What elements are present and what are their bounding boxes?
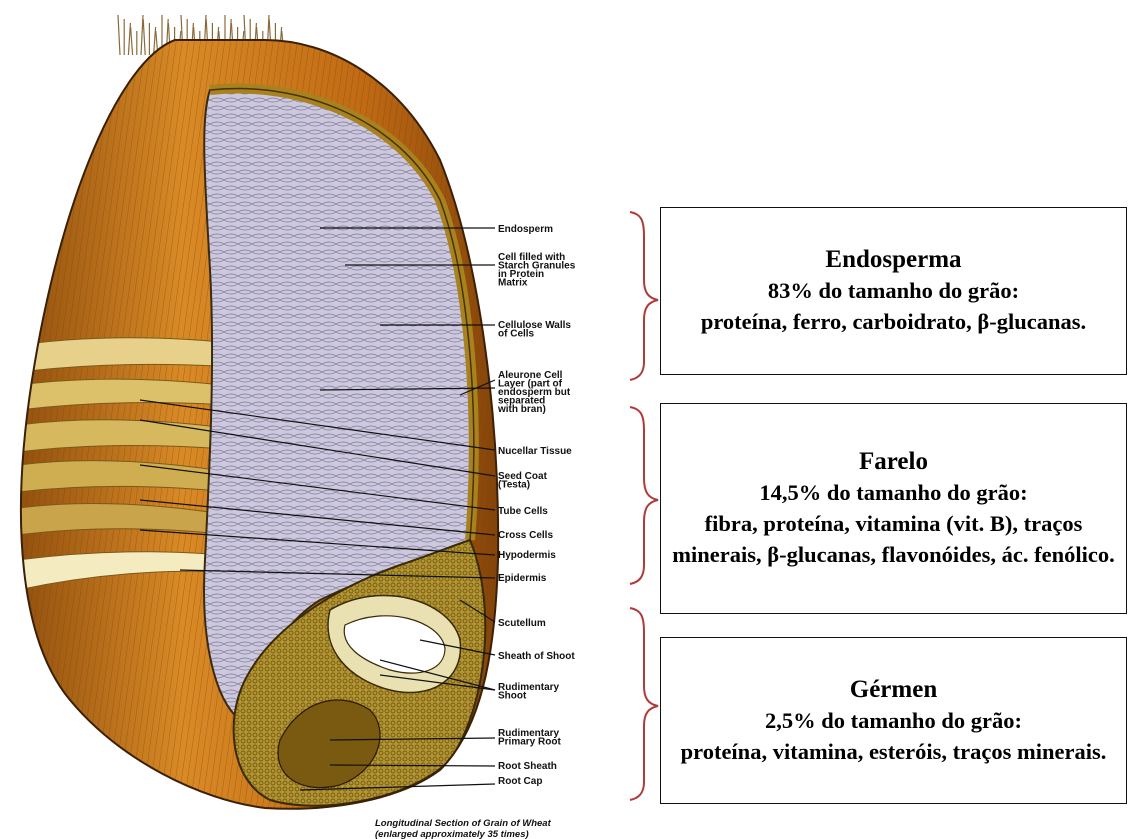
label-scutellum-line: Scutellum xyxy=(498,618,546,629)
box-title-farelo: Farelo xyxy=(661,447,1126,477)
label-endosperm: Endosperm xyxy=(498,224,553,235)
label-epidermis-line: Epidermis xyxy=(498,573,547,584)
box-title-germen: Gérmen xyxy=(661,675,1126,705)
label-aleurone-line: with bran) xyxy=(497,404,546,415)
info-box-germen: Gérmen 2,5% do tamanho do grão: proteína… xyxy=(660,637,1127,804)
label-root-cap: Root Cap xyxy=(498,776,542,787)
label-endosperm-line: Endosperm xyxy=(498,224,553,235)
grain-section xyxy=(0,0,520,839)
box-description-farelo: fibra, proteína, vitamina (vit. B), traç… xyxy=(661,508,1126,570)
box-description-germen: proteína, vitamina, esteróis, traços min… xyxy=(661,736,1126,767)
box-subtitle-farelo: 14,5% do tamanho do grão: xyxy=(661,477,1126,508)
label-root-sheath: Root Sheath xyxy=(498,761,557,772)
label-cross-cells: Cross Cells xyxy=(498,530,553,541)
label-sheath-shoot: Sheath of Shoot xyxy=(498,651,575,662)
box-subtitle-germen: 2,5% do tamanho do grão: xyxy=(661,705,1126,736)
bracket-endosperma xyxy=(630,212,658,380)
label-cellulose-walls-line: of Cells xyxy=(498,329,535,340)
box-subtitle-endosperma: 83% do tamanho do grão: xyxy=(661,275,1126,306)
info-box-farelo: Farelo 14,5% do tamanho do grão: fibra, … xyxy=(660,403,1127,614)
figure-caption-line1: Longitudinal Section of Grain of Wheat xyxy=(375,818,552,829)
label-root-cap-line: Root Cap xyxy=(498,776,542,787)
box-title-endosperma: Endosperma xyxy=(661,245,1126,275)
label-root-sheath-line: Root Sheath xyxy=(498,761,557,772)
label-tube-cells: Tube Cells xyxy=(498,506,548,517)
label-hypodermis-line: Hypodermis xyxy=(498,550,556,561)
label-cross-cells-line: Cross Cells xyxy=(498,530,553,541)
label-nucellar: Nucellar Tissue xyxy=(498,446,572,457)
bracket-farelo xyxy=(630,407,658,584)
bracket-germen xyxy=(630,608,658,800)
label-seed-coat-line: (Testa) xyxy=(498,480,530,491)
brackets xyxy=(630,212,658,800)
figure-caption-line2: (enlarged approximately 35 times) xyxy=(375,829,529,839)
label-hypodermis: Hypodermis xyxy=(498,550,556,561)
label-rudimentary-shoot-line: Shoot xyxy=(498,691,527,702)
label-epidermis: Epidermis xyxy=(498,573,547,584)
label-nucellar-line: Nucellar Tissue xyxy=(498,446,572,457)
label-seed-coat: Seed Coat(Testa) xyxy=(498,471,548,491)
label-starch-cell-line: Matrix xyxy=(498,278,528,289)
label-scutellum: Scutellum xyxy=(498,618,546,629)
box-description-endosperma: proteína, ferro, carboidrato, β-glucanas… xyxy=(661,306,1126,337)
label-sheath-shoot-line: Sheath of Shoot xyxy=(498,651,575,662)
label-rudimentary-root-line: Primary Root xyxy=(498,737,561,748)
label-tube-cells-line: Tube Cells xyxy=(498,506,548,517)
info-box-endosperma: Endosperma 83% do tamanho do grão: prote… xyxy=(660,207,1127,375)
